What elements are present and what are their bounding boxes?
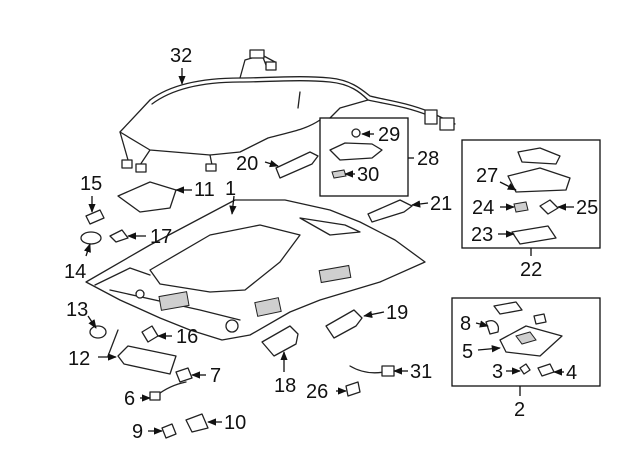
leader-20 xyxy=(264,160,279,168)
leader-1 xyxy=(229,195,237,215)
callout-29: 29 xyxy=(378,124,400,146)
leader-8 xyxy=(475,320,489,328)
mount-11-part xyxy=(117,181,177,213)
callout-17: 17 xyxy=(150,226,172,248)
clip-15-part xyxy=(85,209,105,225)
light-10-part xyxy=(185,413,209,433)
clip-17-part xyxy=(109,229,129,243)
callout-14: 14 xyxy=(64,261,86,283)
callout-22: 22 xyxy=(520,259,542,281)
callout-8: 8 xyxy=(460,313,471,335)
callout-13: 13 xyxy=(66,299,88,321)
wiring-harness-part xyxy=(119,49,456,173)
leader-27 xyxy=(499,181,517,191)
callout-10: 10 xyxy=(224,412,246,434)
leader-5 xyxy=(477,345,501,353)
clip-16-part xyxy=(141,325,159,343)
leader-13 xyxy=(87,315,97,329)
callout-26: 26 xyxy=(306,381,328,403)
callout-3: 3 xyxy=(492,361,503,383)
grommet-13-part xyxy=(89,325,107,339)
callout-31: 31 xyxy=(410,361,432,383)
harness-31-part xyxy=(381,365,395,377)
sunvisor-12-part xyxy=(117,345,177,375)
grab-handle-18-part xyxy=(261,325,299,357)
callout-4: 4 xyxy=(566,362,577,384)
callout-30: 30 xyxy=(357,164,379,186)
clip-9-part xyxy=(161,423,177,439)
callout-18: 18 xyxy=(274,375,296,397)
callout-27: 27 xyxy=(476,165,498,187)
dome-lamp-2-parts xyxy=(485,301,563,377)
leader-19 xyxy=(363,310,385,318)
callout-16: 16 xyxy=(176,326,198,348)
bracket-20-part xyxy=(275,151,319,179)
leader-14 xyxy=(83,243,91,257)
callout-1: 1 xyxy=(225,178,236,200)
callout-23: 23 xyxy=(471,224,493,246)
clip-7-part xyxy=(175,367,193,383)
callout-2: 2 xyxy=(514,399,525,421)
callout-9: 9 xyxy=(132,421,143,443)
leader-21 xyxy=(411,200,429,208)
callout-12: 12 xyxy=(68,348,90,370)
callout-11: 11 xyxy=(194,179,215,201)
grab-handle-19-part xyxy=(325,309,363,339)
clip-26-part xyxy=(345,381,361,397)
callout-25: 25 xyxy=(576,197,598,219)
group-box-28 xyxy=(319,117,409,197)
callout-24: 24 xyxy=(472,197,494,219)
overhead-console-22-parts xyxy=(507,147,571,245)
group-box-2 xyxy=(451,297,601,387)
callout-20: 20 xyxy=(236,153,258,175)
callout-5: 5 xyxy=(462,341,473,363)
callout-21: 21 xyxy=(430,193,452,215)
headliner-part xyxy=(85,199,426,341)
callout-19: 19 xyxy=(386,302,408,324)
callout-32: 32 xyxy=(170,45,192,67)
callout-15: 15 xyxy=(80,173,102,195)
connector-6-part xyxy=(149,391,161,401)
bracket-21-part xyxy=(367,199,413,223)
cover-14-part xyxy=(80,231,102,245)
callout-28: 28 xyxy=(417,148,439,170)
callout-6: 6 xyxy=(124,388,135,410)
callout-7: 7 xyxy=(210,365,221,387)
